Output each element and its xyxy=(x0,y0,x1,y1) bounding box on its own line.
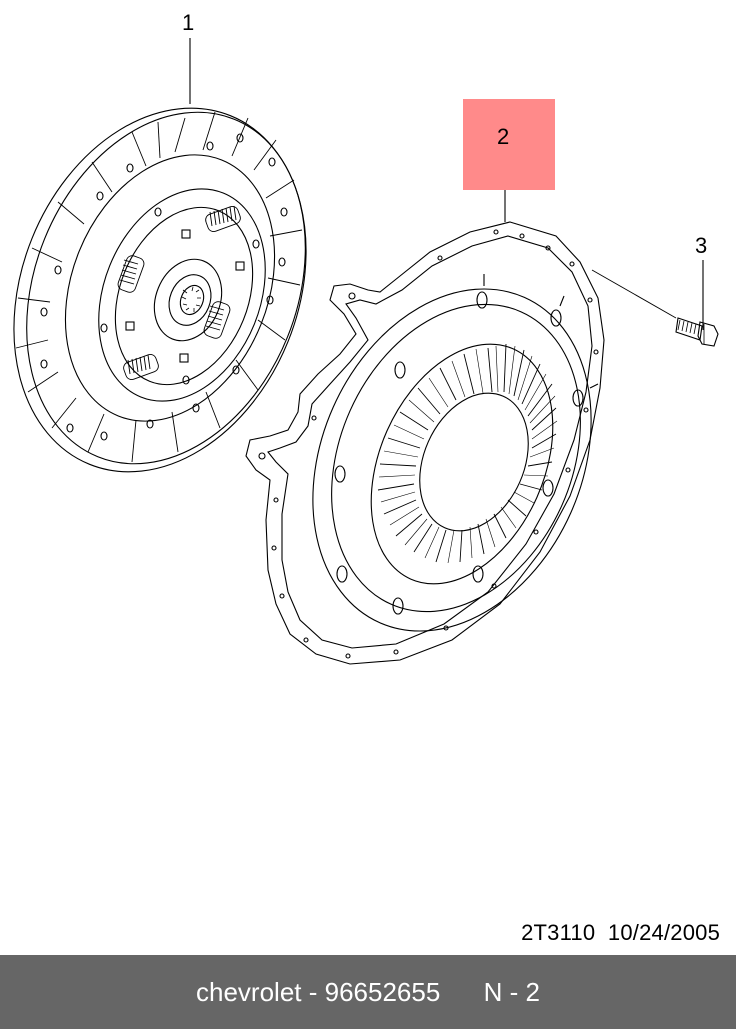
footer-bar: chevrolet - 96652655 N - 2 xyxy=(0,955,736,1029)
exploded-parts-diagram xyxy=(13,38,719,665)
bolt-thread xyxy=(677,319,697,335)
clutch-disc xyxy=(13,38,307,473)
diaphragm-spring-inner xyxy=(419,392,529,532)
friction-ring-inner xyxy=(64,154,276,422)
bolt-head xyxy=(697,321,719,347)
drawing-date: 10/24/2005 xyxy=(607,920,720,945)
footer-text: chevrolet - 96652655 N - 2 xyxy=(196,977,540,1007)
highlight-box xyxy=(463,99,555,190)
flange-holes xyxy=(258,229,599,659)
diaphragm-fingers xyxy=(377,343,557,563)
callout-3: 3 xyxy=(695,233,708,258)
cover-flange-inner xyxy=(267,235,593,649)
cover-rim xyxy=(331,303,581,613)
drawing-code: 2T3110 xyxy=(521,920,596,945)
cover-body xyxy=(312,288,592,632)
drawing-reference: 2T3110 10/24/2005 xyxy=(521,920,720,946)
diaphragm-spring-outer xyxy=(370,343,554,585)
hub-collar xyxy=(153,258,223,342)
hub-plate-inner xyxy=(114,206,254,386)
spline-bore xyxy=(179,284,205,316)
callout-2: 2 xyxy=(497,124,510,149)
callout-1: 1 xyxy=(182,10,195,35)
hub-boss xyxy=(168,274,212,326)
damper-springs xyxy=(117,205,241,381)
diaphragm-fingers-shade xyxy=(378,345,558,564)
hub-plate xyxy=(98,188,266,402)
friction-ring-edge xyxy=(26,111,306,465)
pressure-plate-cover xyxy=(245,152,605,665)
bolt-axis-line xyxy=(591,269,677,319)
spline-teeth xyxy=(181,286,201,312)
friction-ring-outer xyxy=(13,107,307,473)
friction-segments xyxy=(15,111,303,463)
stop-blocks xyxy=(100,207,260,385)
cover-slots xyxy=(334,274,599,615)
bolt xyxy=(591,260,719,347)
cover-flange xyxy=(245,221,605,665)
rivet-holes xyxy=(40,133,288,441)
